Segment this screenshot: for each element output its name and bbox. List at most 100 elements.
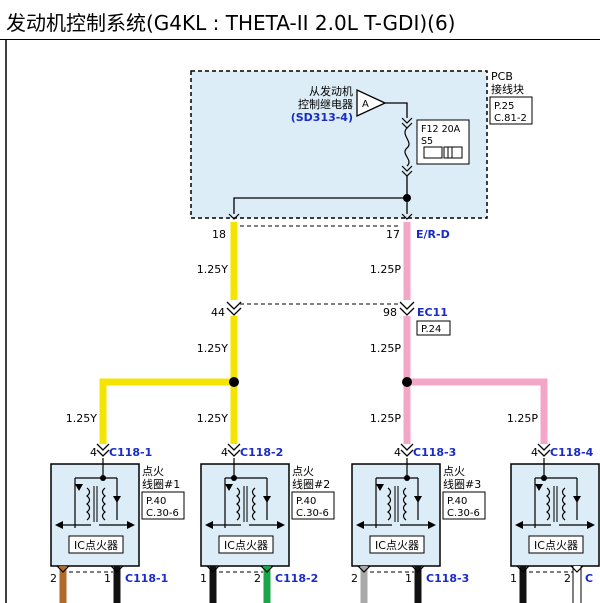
pin-label: 4: [531, 446, 538, 459]
connector-id: C118-3: [413, 446, 456, 459]
ic-box: [68, 535, 124, 554]
coil-name: 线圈#3: [443, 477, 481, 491]
relay-label-1: 从发动机: [309, 84, 353, 98]
pin-label: 2: [254, 572, 261, 585]
coil-winding-icon: [251, 487, 256, 521]
chevron-icon: [226, 301, 242, 310]
pcb-ref-page: P.25: [494, 101, 514, 112]
pin-label: 17: [386, 228, 400, 241]
coil-ref-box: [141, 491, 185, 520]
chevron-icon: [399, 307, 415, 316]
junction-dot: [541, 475, 547, 481]
wire-gauge: 1.25P: [370, 263, 401, 276]
ic-label: IC点火器: [74, 539, 118, 552]
pin-label: 1: [405, 572, 412, 585]
diode-icon: [376, 484, 384, 491]
pin-label: 1: [510, 572, 517, 585]
amp-output-wire: [385, 102, 408, 118]
coil-winding-icon: [101, 487, 106, 521]
chevron-icon: [110, 565, 124, 573]
coil-name: 点火: [443, 465, 465, 478]
fuse-box: [416, 119, 470, 165]
wire-gauge: 1.25Y: [197, 342, 228, 355]
coil-name: 点火: [292, 465, 314, 478]
wire-gauge: 1.25Y: [197, 263, 228, 276]
ic-box: [528, 535, 584, 554]
coil-winding-icon: [387, 487, 392, 521]
pcb-ref-box: [489, 96, 533, 125]
pin-label: 4: [394, 446, 401, 459]
chevron-icon: [401, 165, 413, 172]
page-title: 发动机控制系统(G4KL : THETA-II 2.0L T-GDI)(6): [6, 11, 456, 35]
ic-box: [369, 535, 425, 554]
internal-wire: [233, 197, 407, 214]
chevron-icon: [401, 213, 413, 220]
connector-id: C118-4: [550, 446, 594, 459]
arrow-left-icon: [515, 521, 523, 529]
connector-ref: P.24: [421, 324, 441, 335]
pin-label: 44: [211, 306, 225, 319]
pin-label: 98: [383, 306, 397, 319]
pin-label: 1: [200, 572, 207, 585]
coil-name: 线圈#2: [292, 477, 330, 491]
coil-ref-page: P.40: [296, 496, 316, 507]
pin-label: 4: [221, 446, 228, 459]
title-bar: 发动机控制系统(G4KL : THETA-II 2.0L T-GDI)(6): [0, 0, 600, 40]
junction-dot: [100, 475, 106, 481]
junction-dot: [402, 377, 412, 387]
coil-ref-conn: C.30-6: [296, 508, 329, 519]
amp-label: A: [362, 99, 369, 110]
coil-winding-icon: [546, 487, 551, 521]
connector-id: C118-3: [426, 572, 469, 585]
pin-label: 4: [90, 446, 97, 459]
chevron-icon: [401, 117, 413, 124]
junction-dot: [404, 475, 410, 481]
fuse-icon: [404, 127, 410, 167]
ic-label: IC点火器: [534, 539, 578, 552]
chevron-icon: [570, 565, 584, 573]
coil-ref-box: [291, 491, 335, 520]
coil-winding-icon: [86, 487, 91, 521]
ic-label: IC点火器: [224, 539, 268, 552]
relay-ref: (SD313-4): [291, 111, 353, 124]
connector-id: C118-2: [240, 446, 283, 459]
chevron-icon: [228, 213, 240, 220]
pin-label: 2: [50, 572, 57, 585]
connector-id: C118-1: [109, 446, 152, 459]
pin-label: 2: [351, 572, 358, 585]
wire-gauge: 1.25P: [370, 342, 401, 355]
coil-ref-box: [442, 491, 486, 520]
amplifier-triangle-icon: [356, 88, 387, 118]
chevron-icon: [260, 565, 274, 573]
wire-gauge: 1.25P: [370, 412, 401, 425]
chevron-icon: [226, 307, 242, 316]
wire-gauge: 1.25P: [507, 412, 538, 425]
chevron-icon: [401, 122, 413, 129]
junction-dot: [231, 475, 237, 481]
chevron-icon: [400, 449, 414, 457]
chevron-icon: [96, 443, 110, 451]
chevron-icon: [206, 565, 220, 573]
junction-dot: [229, 377, 239, 387]
chevron-icon: [537, 443, 551, 451]
coil-winding-icon: [561, 487, 566, 521]
arrow-left-icon: [55, 521, 63, 529]
ic-label: IC点火器: [375, 539, 419, 552]
engine-icon: [423, 146, 463, 159]
coil-ref-conn: C.30-6: [447, 508, 480, 519]
arrow-right-icon: [127, 521, 135, 529]
coil-winding-icon: [402, 487, 407, 521]
wire-gauge: 1.25Y: [66, 412, 97, 425]
chevron-icon: [516, 565, 530, 573]
yellow-wire-branch: [99, 378, 234, 444]
pcb-name-2: 接线块: [491, 82, 524, 96]
pcb-name-1: PCB: [491, 70, 513, 83]
coil-ref-page: P.40: [447, 496, 467, 507]
pink-wire-branch: [407, 378, 548, 444]
coil-box: [510, 463, 600, 567]
diode-icon: [263, 496, 271, 503]
chevron-icon: [56, 565, 70, 573]
